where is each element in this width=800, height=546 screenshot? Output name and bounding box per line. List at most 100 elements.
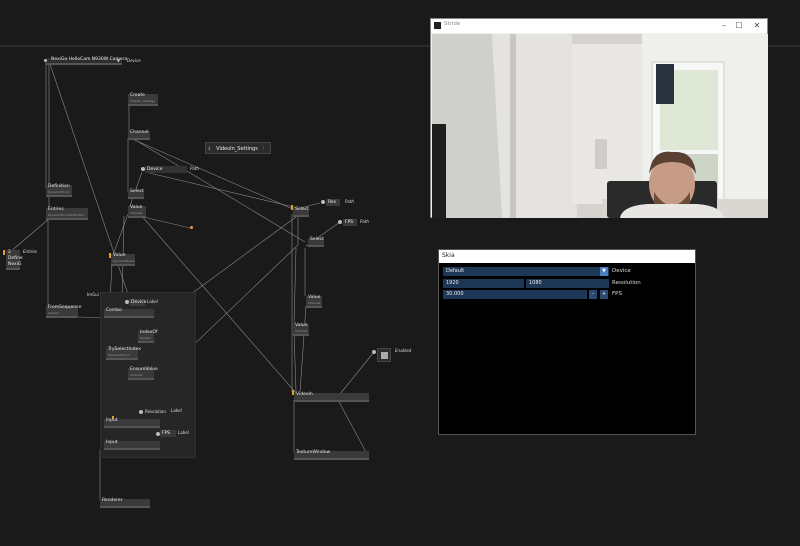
ensurevalue-node[interactable]: EnsureValue Channel [128, 367, 158, 380]
skia-titlebar[interactable]: Skia [439, 250, 695, 263]
device-pin-dot [141, 167, 145, 171]
fps-plus-button[interactable]: + [600, 290, 608, 299]
device-iobox[interactable]: Device [145, 166, 187, 173]
input-node-2[interactable]: Input [104, 440, 160, 450]
node-label: NexiGo HelloCam N930W Camera [51, 57, 128, 62]
stride-title: Stride [444, 21, 461, 27]
res-width-value: 1920 [446, 280, 459, 286]
value-node-4[interactable]: Value Channel [293, 323, 309, 336]
maximize-icon[interactable]: ☐ [735, 21, 743, 30]
node-label: Define [8, 256, 23, 261]
stride-titlebar[interactable]: Stride – ☐ ✕ [431, 19, 767, 33]
select-node-2[interactable]: Select [293, 207, 309, 217]
camera-device-label: Device [127, 58, 141, 63]
texturewindow-node[interactable]: TextureWindow [294, 450, 369, 460]
node-sublabel: Channel [295, 329, 308, 333]
indexof-node[interactable]: IndexOf Spread [138, 330, 158, 343]
res-label: Res [328, 200, 337, 205]
res-dot [321, 200, 325, 204]
fps-minus-button[interactable]: - [589, 290, 597, 299]
input-node-1[interactable]: Input [104, 418, 160, 428]
chevron-down-icon[interactable]: ▼ [600, 267, 608, 276]
fromsequence-node[interactable]: FromSequence Spread [46, 305, 81, 318]
app-icon [434, 22, 441, 29]
fps-label: FPS [612, 291, 622, 297]
define-number: 2 [8, 250, 11, 255]
combo-device-iobox[interactable]: Device [129, 299, 146, 306]
node-label: Renderer [102, 498, 123, 503]
node-label: Input [106, 440, 118, 445]
camera-feed-image [432, 34, 768, 218]
select-node-3[interactable]: Select [308, 237, 324, 247]
output-pin[interactable] [190, 226, 193, 229]
combo-node[interactable]: Combo [104, 308, 154, 318]
tryselectindex-node[interactable]: TrySelectIndex DynamicEnum [106, 347, 141, 360]
select2-pin[interactable] [291, 205, 293, 210]
node-sublabel: DynamicEnum [113, 259, 135, 263]
node-sublabel: Spread [48, 311, 59, 315]
videoin-pin[interactable] [292, 390, 294, 395]
resolution-width-input[interactable]: 1920 [443, 279, 524, 288]
fps-input[interactable]: 30.000 [443, 290, 587, 299]
node-label: Select [295, 207, 309, 212]
res-iobox[interactable]: Res [326, 199, 340, 206]
definition-node[interactable]: Definition DynamicEnum [46, 184, 72, 197]
define-pin[interactable] [3, 250, 5, 255]
node-sublabel: VideoIn_Settings [130, 99, 155, 103]
close-icon[interactable]: ✕ [753, 21, 761, 30]
node-sublabel: DynamicEnum [48, 190, 70, 194]
node-sublabel: Spread [140, 336, 151, 340]
fps-path-label: Path [360, 219, 369, 224]
node-label: Value [113, 253, 126, 258]
minimize-icon[interactable]: – [722, 21, 726, 30]
node-label: IndexOf [140, 330, 158, 335]
value-node-2[interactable]: Value DynamicEnum [111, 253, 135, 266]
camera-pin-dot [44, 59, 47, 62]
node-label: TrySelectIndex [108, 347, 141, 352]
fps2-iobox[interactable]: FPS [343, 219, 357, 226]
input1-pin[interactable] [112, 416, 114, 421]
skia-title: Skia [442, 252, 455, 259]
node-label: Entries [48, 207, 64, 212]
create-node[interactable]: Create VideoIn_Settings [128, 93, 158, 106]
channel-node[interactable]: Channel [128, 130, 150, 140]
res-height-value: 1080 [529, 280, 542, 286]
combo-label-pin: Label [147, 299, 158, 304]
device-combo[interactable]: Default [443, 267, 609, 276]
define-node[interactable]: 2 Define NexiG [6, 250, 23, 270]
settings-number: 4 [208, 146, 211, 151]
chevron-down-icon[interactable]: ▼ [116, 58, 120, 63]
stride-window[interactable]: Stride – ☐ ✕ [430, 18, 768, 218]
node-label: Value [295, 323, 308, 328]
value-node-3[interactable]: Value Channel [306, 295, 322, 308]
resolution-label: Resolution [145, 409, 166, 414]
select-node-1[interactable]: Select [128, 189, 144, 199]
node-sublabel: Channel [130, 211, 143, 215]
value-node-1[interactable]: Value Channel [128, 205, 146, 218]
node-label: Value [308, 295, 321, 300]
fps-value: 30.000 [446, 291, 464, 297]
combo-device-dot [125, 300, 129, 304]
videoin-node[interactable]: VideoIn [294, 392, 369, 402]
resolution-label-pin: Label [171, 408, 182, 413]
settings-iobox[interactable]: 4 VideoIn_Settings 〉 [205, 142, 271, 154]
enabled-toggle[interactable] [377, 348, 391, 362]
entries-node[interactable]: Entries DynamicEnumDefinition [46, 207, 88, 220]
camera-node[interactable]: NexiGo HelloCam N930W Camera ▼ [46, 57, 127, 65]
chevron-right-icon: 〉 [261, 146, 267, 152]
enabled-label: Enabled [395, 348, 412, 353]
node-label: Select [310, 237, 324, 242]
node-label: Channel [130, 130, 149, 135]
entries-label: Entries [23, 249, 37, 254]
value2-pin[interactable] [109, 253, 111, 258]
fps-iobox[interactable]: FPS [160, 430, 176, 437]
node-sublabel: Channel [130, 373, 143, 377]
resolution-height-input[interactable]: 1080 [526, 279, 609, 288]
node-sublabel: DynamicEnum [108, 353, 130, 357]
skia-window[interactable]: Skia Default ▼ Device 1920 1080 Resoluti… [438, 249, 696, 435]
device-value: Default [446, 268, 465, 274]
enabled-dot [372, 350, 376, 354]
renderer-node[interactable]: Renderer [100, 498, 150, 508]
node-label: Value [130, 205, 143, 210]
settings-value: VideoIn_Settings [216, 146, 258, 152]
